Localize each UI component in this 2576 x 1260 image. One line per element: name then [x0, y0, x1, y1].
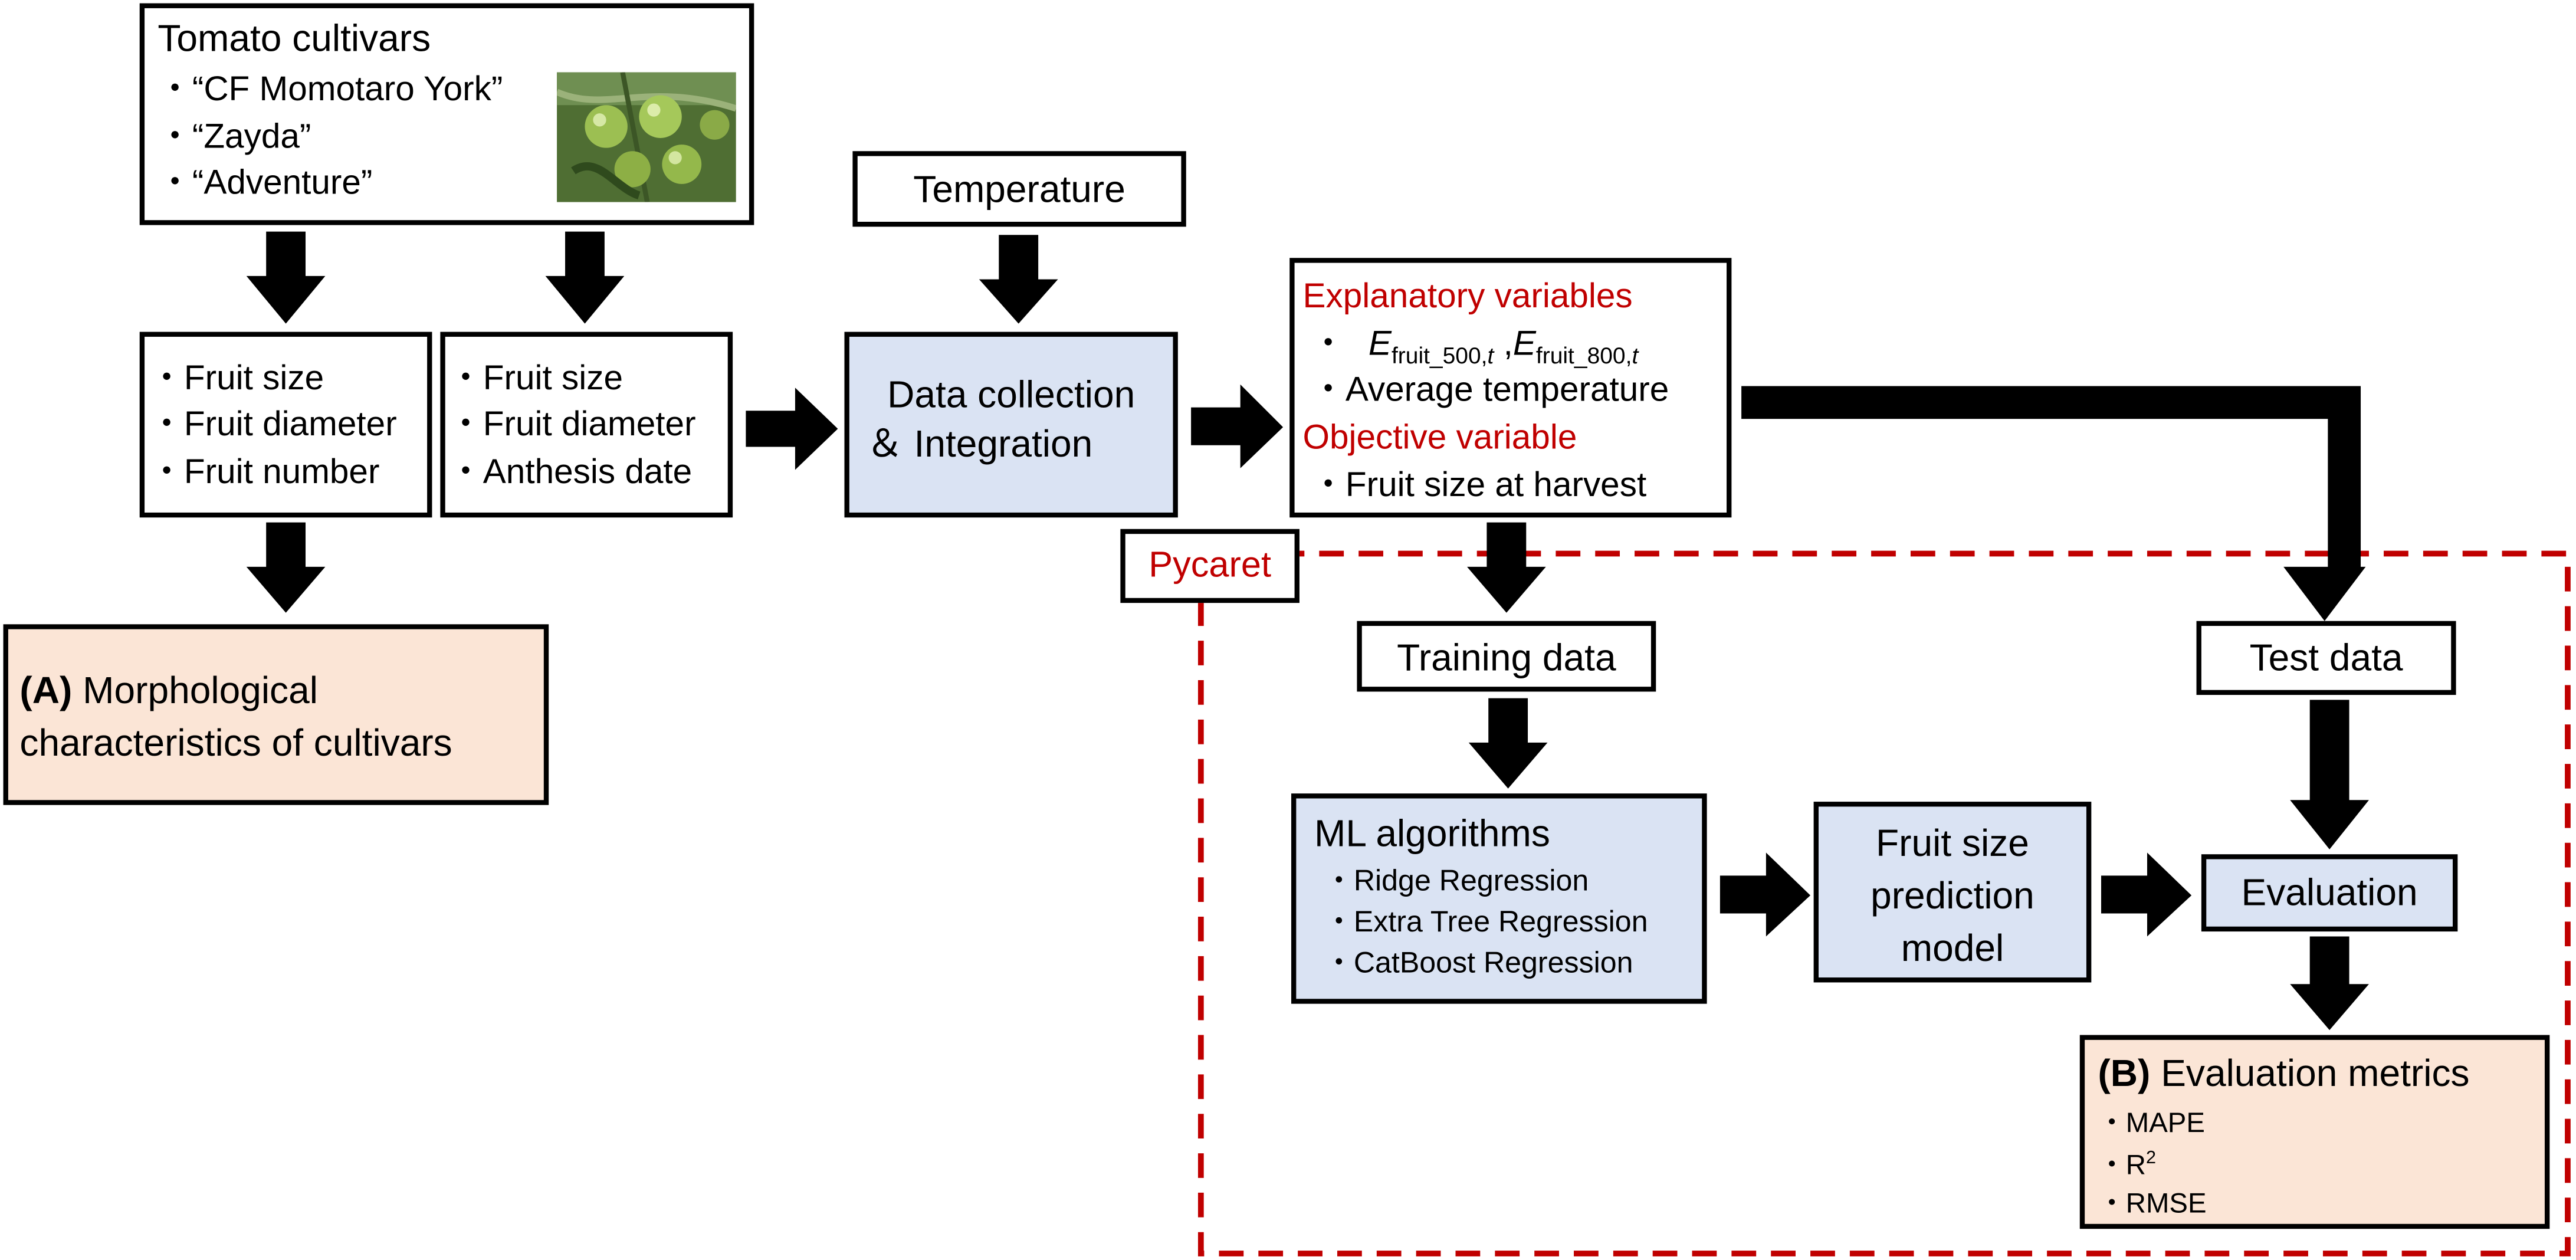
ml-title: ML algorithms [1314, 811, 1550, 855]
tomato-photo-graphic [557, 72, 736, 202]
measure-item: ・Fruit size [149, 359, 324, 398]
model-line: prediction [1871, 874, 2034, 917]
ml-item: ・CatBoost Regression [1324, 946, 1633, 979]
avg-temperature: ・Average temperature [1311, 371, 1669, 409]
elbow-arrowhead [2283, 566, 2366, 621]
training-data-label: Training data [1397, 635, 1616, 679]
energy-variables: ・Efruit_500,t ,Efruit_800,t [1311, 327, 1638, 366]
elbow-connector [1741, 386, 2361, 570]
data-collection-line2: ＆ Integration [865, 422, 1093, 465]
cultivar-item: ・“CF Momotaro York” [157, 70, 503, 109]
arrow-cultivars-to-left-list [246, 231, 326, 324]
cultivar-item: ・“Zayda” [157, 118, 311, 156]
data-collection-box [844, 332, 1178, 518]
measure-item: ・Fruit diameter [448, 405, 696, 444]
cultivar-item: ・“Adventure” [157, 164, 373, 202]
morphology-result-box [3, 624, 549, 805]
arrow-model-to-evaluation [2101, 852, 2192, 937]
morphology-line2: characteristics of cultivars [19, 721, 452, 764]
arrow-training-to-ml [1468, 698, 1548, 789]
model-line: Fruit size [1876, 821, 2029, 864]
morphology-line1: (A) Morphological [19, 668, 318, 711]
ml-algorithms-box [1291, 793, 1707, 1004]
temperature-label: Temperature [913, 168, 1125, 211]
explanatory-title: Explanatory variables [1302, 277, 1633, 316]
temperature-box [852, 151, 1186, 227]
arrow-evaluation-to-metrics [2290, 936, 2369, 1031]
prediction-model-box [1813, 802, 2092, 983]
arrow-mid-list-to-data [746, 388, 838, 470]
arrow-data-to-variables [1191, 384, 1284, 468]
arrow-variables-to-training [1467, 522, 1546, 613]
e-symbol: E [1368, 325, 1392, 363]
arrow-left-list-to-morph [246, 522, 326, 613]
pycaret-label-box [1120, 529, 1300, 603]
measure-item: ・Fruit diameter [149, 405, 397, 444]
test-data-box [2196, 621, 2456, 695]
measure-item: ・Fruit size [448, 359, 624, 398]
model-line: model [1901, 926, 2004, 970]
comma: , [1494, 325, 1513, 363]
pycaret-label: Pycaret [1148, 543, 1272, 585]
e2-subscript: fruit_800,t [1535, 342, 1639, 369]
e1-subscript: fruit_500,t [1391, 342, 1494, 369]
energy-bullet: ・ [1311, 325, 1346, 363]
metric-rmse: ・RMSE [2098, 1187, 2207, 1219]
data-collection-line1: Data collection [887, 373, 1136, 416]
morphology-measures-box [139, 332, 432, 518]
metrics-box [2079, 1035, 2550, 1229]
tomato-photo [557, 72, 736, 202]
e-symbol: E [1512, 325, 1536, 363]
training-data-box [1357, 621, 1656, 692]
metrics-title: (B) Evaluation metrics [2098, 1051, 2470, 1094]
metric-r2: ・R2 [2098, 1148, 2157, 1181]
variables-box [1289, 258, 1732, 518]
evaluation-box [2201, 854, 2458, 932]
measure-item: ・Anthesis date [448, 453, 693, 491]
objective-title: Objective variable [1302, 419, 1577, 457]
arrow-ml-to-model [1719, 852, 1811, 937]
ml-item: ・Ridge Regression [1324, 864, 1589, 897]
harvest-size: ・Fruit size at harvest [1311, 466, 1647, 504]
measure-item: ・Fruit number [149, 453, 380, 491]
label-b: (B) [2098, 1051, 2151, 1094]
evaluation-label: Evaluation [2241, 871, 2418, 914]
arrow-test-to-evaluation [2290, 700, 2369, 849]
growth-measures-box [440, 332, 733, 518]
pycaret-region-border [1197, 550, 2571, 1256]
ml-item: ・Extra Tree Regression [1324, 905, 1648, 939]
label-a: (A) [19, 668, 73, 711]
arrow-temperature-to-data [979, 235, 1058, 324]
test-data-label: Test data [2249, 635, 2403, 679]
arrow-cultivars-to-mid-list [545, 231, 625, 324]
metric-mape: ・MAPE [2098, 1107, 2205, 1139]
cultivars-title: Tomato cultivars [157, 16, 431, 60]
cultivars-box [139, 3, 754, 225]
